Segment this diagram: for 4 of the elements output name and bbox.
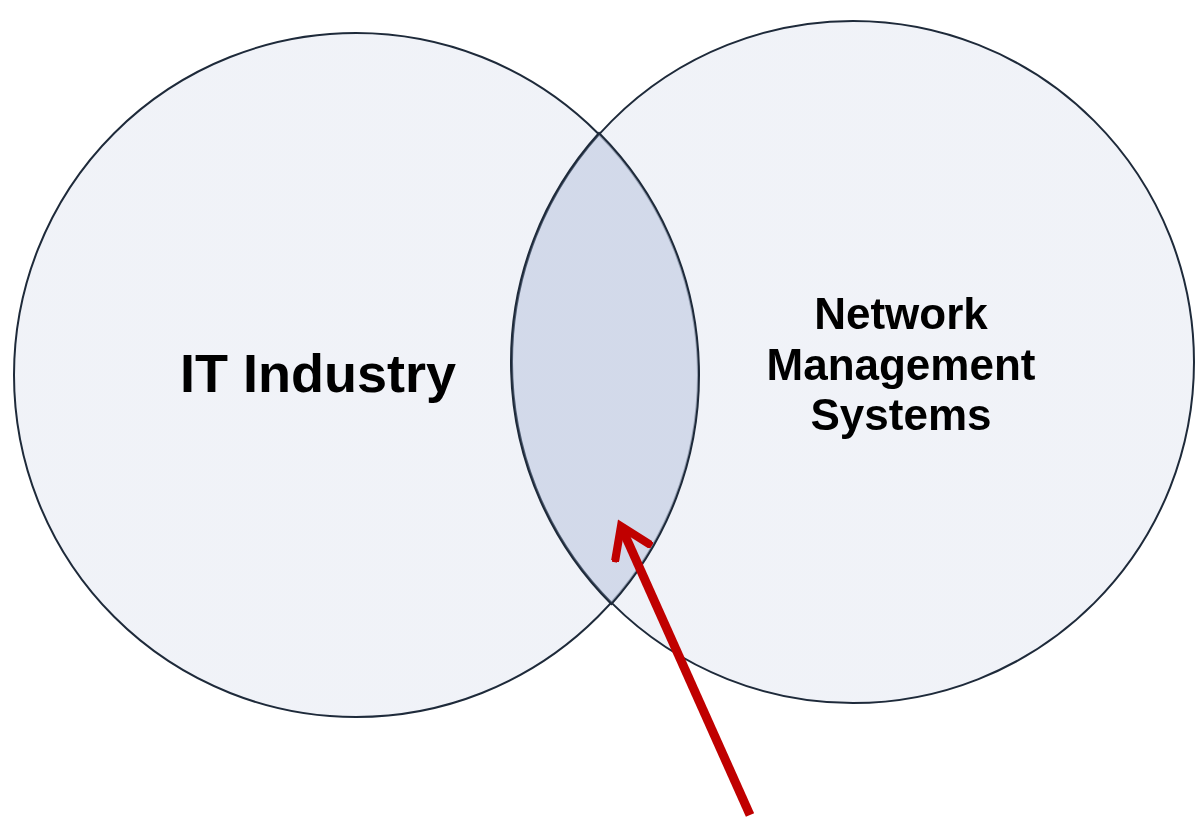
- circle-label: Network Management Systems: [765, 289, 1037, 441]
- circle-label: IT Industry: [180, 341, 456, 405]
- arrow: [611, 522, 755, 817]
- overlap-region: [510, 131, 700, 605]
